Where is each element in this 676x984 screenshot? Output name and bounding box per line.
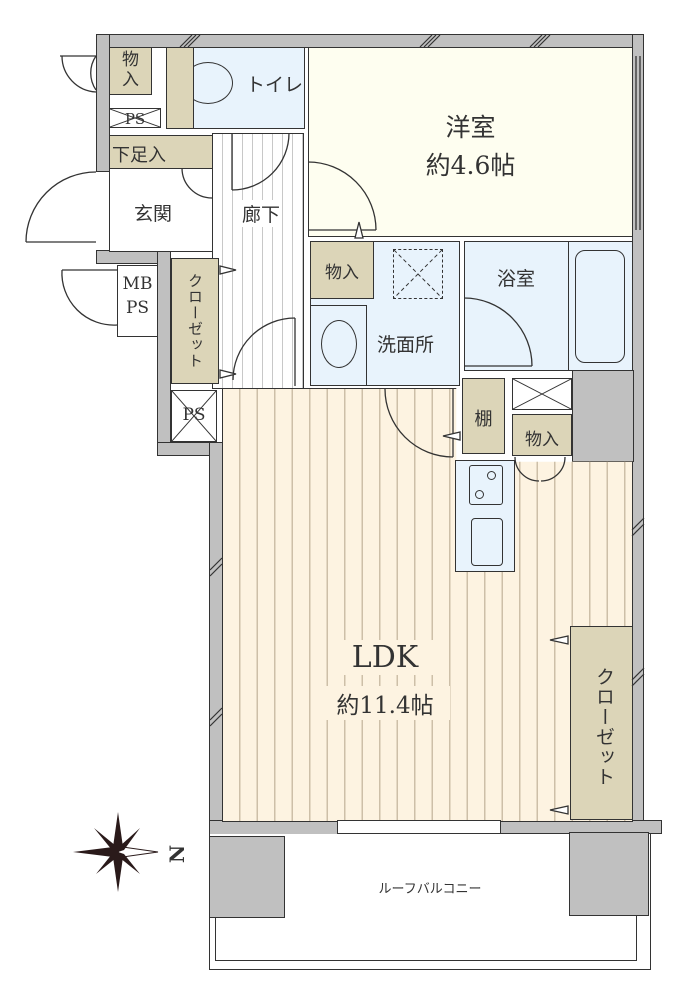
washbasin-icon (321, 320, 357, 368)
western-room[interactable]: 洋室 約4.6帖 (308, 47, 633, 237)
entrance[interactable]: 玄関 (109, 168, 213, 252)
stove-icon (469, 465, 503, 505)
western-room-area: 約4.6帖 (425, 151, 516, 180)
wall-left-mid (96, 250, 158, 264)
storage-near-western-overlay (310, 241, 374, 299)
toilet-bowl-icon (194, 62, 233, 104)
compass-north-label: N (165, 844, 190, 864)
mb-label: MB (122, 274, 153, 294)
entrance-label: 玄関 (134, 203, 173, 225)
bathroom-label: 浴室 (497, 268, 536, 290)
toilet-label: トイレ (246, 74, 304, 96)
outer-wall-top (96, 34, 644, 48)
ps-lower-label: PS (182, 405, 206, 425)
shelf[interactable]: 棚 (462, 378, 505, 454)
ps-top-label: PS (124, 110, 146, 128)
balcony-rail (215, 916, 637, 961)
ldk-area: 約11.4帖 (320, 686, 450, 720)
service-shaft-x (512, 378, 572, 410)
closet-hall[interactable]: クローゼット (171, 258, 219, 384)
storage-near-western-text: 物入 (325, 263, 359, 283)
mb-ps-label: PS (125, 298, 150, 318)
balcony-pillar-right-2 (569, 832, 649, 916)
wall-left-closet (157, 250, 171, 456)
shelf-label: 棚 (474, 409, 493, 430)
wall-right-service (572, 370, 634, 462)
closet-ldk-label: クローゼット (593, 667, 615, 787)
burner-1-icon (487, 471, 496, 480)
toilet-tank-area (166, 47, 194, 129)
hallway-label: 廊下 (240, 200, 283, 227)
shoe-storage[interactable]: 下足入 (109, 135, 213, 169)
washroom-label: 洗面所 (377, 334, 435, 356)
mb-ps-shaft: MB PS (117, 265, 158, 337)
ps-lower-shaft: PS (171, 390, 217, 442)
outer-wall-left-top (96, 34, 110, 172)
outer-wall-left-ldk (209, 442, 223, 840)
balcony-sliding-door[interactable] (337, 820, 501, 834)
washer-space-icon (393, 249, 443, 299)
western-room-name: 洋室 (445, 113, 496, 142)
balcony-label: ルーフバルコニー (378, 882, 482, 897)
bathtub-icon (575, 250, 625, 363)
sink-icon (471, 518, 503, 566)
closet-hall-label: クローゼット (186, 273, 204, 369)
storage-near-kitchen-label: 物入 (525, 430, 559, 450)
kitchen-counter (455, 460, 515, 572)
ldk-name: LDK (330, 640, 440, 675)
compass-rose-icon (73, 812, 159, 892)
storage-top-left[interactable]: 物入 (109, 47, 152, 95)
closet-ldk[interactable]: クローゼット (570, 626, 633, 820)
shoe-storage-label: 下足入 (112, 145, 166, 166)
burner-2-icon (475, 490, 484, 499)
hallway[interactable]: 廊下 (212, 133, 304, 389)
storage-near-kitchen[interactable]: 物入 (512, 414, 572, 456)
ps-top-shaft: PS (109, 108, 161, 128)
balcony-pillar-left-2 (209, 836, 285, 918)
storage-top-left-label: 物入 (122, 50, 139, 90)
